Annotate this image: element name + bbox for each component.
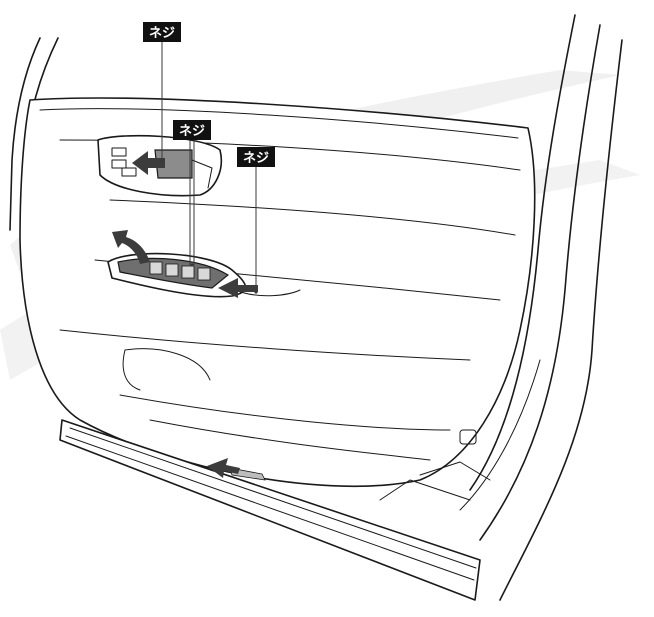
screw-point bbox=[190, 263, 194, 267]
door-sill bbox=[59, 419, 491, 601]
lock-switch bbox=[111, 159, 127, 169]
window-switch bbox=[149, 261, 163, 275]
screw-point bbox=[254, 290, 258, 294]
callout-label: ネジ bbox=[149, 26, 175, 41]
door-frame bbox=[9, 14, 623, 601]
callout-screw-top: ネジ bbox=[143, 22, 181, 42]
arrow-bezel-left bbox=[132, 151, 165, 175]
removal-arrows bbox=[112, 151, 258, 478]
arrow-sill-left bbox=[207, 458, 240, 478]
callout-label: ネジ bbox=[179, 124, 205, 139]
door-trim-panel bbox=[19, 97, 536, 488]
lock-switch bbox=[111, 147, 127, 157]
callout-screw-right: ネジ bbox=[237, 147, 275, 167]
window-switch bbox=[165, 263, 179, 277]
screw-point bbox=[160, 158, 164, 162]
sill-hole bbox=[459, 429, 477, 445]
callout-labels: ネジ ネジ ネジ bbox=[143, 22, 275, 167]
callout-leaders bbox=[160, 40, 258, 294]
callout-label: ネジ bbox=[243, 151, 269, 166]
handle-cover bbox=[154, 149, 193, 179]
window-switch bbox=[181, 265, 195, 279]
lock-switch bbox=[121, 167, 137, 177]
window-switch bbox=[197, 267, 211, 281]
callout-screw-middle: ネジ bbox=[173, 120, 211, 140]
arrow-lift-up bbox=[112, 230, 150, 264]
arrow-pull-left bbox=[218, 278, 258, 298]
